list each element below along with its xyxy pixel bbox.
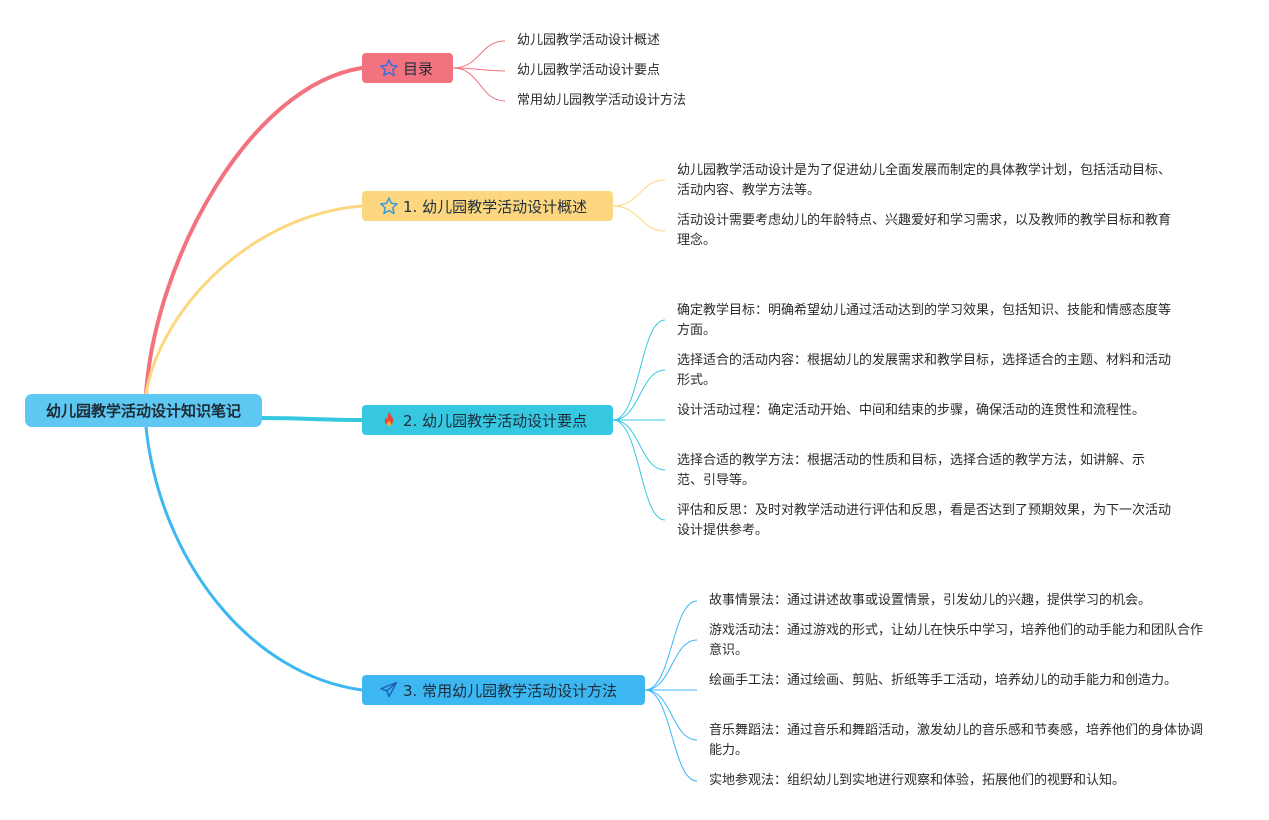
edge-toc-leaf-2: [452, 67, 506, 72]
branch-toc-label: 目录: [403, 59, 434, 78]
overview-item[interactable]: 活动设计需要考虑幼儿的年龄特点、兴趣爱好和学习需求，以及教师的教学目标和教育理念…: [677, 213, 1172, 248]
branch-overview-label: 1. 幼儿园教学活动设计概述: [403, 197, 588, 216]
edge-b2-leaf-4: [612, 419, 666, 471]
edge-root-branch1: [144, 204, 364, 396]
edge-b2-leaf-1: [612, 319, 666, 421]
toc-item[interactable]: 常用幼儿园教学活动设计方法: [517, 93, 687, 108]
edge-root-branch3: [144, 425, 364, 692]
branch-methods-label: 3. 常用幼儿园教学活动设计方法: [403, 681, 618, 700]
paper-plane-icon: [378, 679, 400, 701]
edge-b2-leaf-2: [612, 369, 666, 421]
method-item[interactable]: 游戏活动法：通过游戏的形式，让幼儿在快乐中学习，培养他们的动手能力和团队合作意识…: [709, 623, 1204, 658]
toc-item[interactable]: 幼儿园教学活动设计概述: [517, 33, 661, 48]
edge-toc-leaf-3: [452, 67, 506, 102]
star-outline-icon: [378, 57, 400, 79]
key-point-item[interactable]: 设计活动过程：确定活动开始、中间和结束的步骤，确保活动的连贯性和流程性。: [677, 403, 1146, 418]
key-point-item[interactable]: 选择合适的教学方法：根据活动的性质和目标，选择合适的教学方法，如讲解、示范、引导…: [677, 453, 1146, 488]
edge-b2-leaf-5: [612, 419, 666, 521]
branch-key-points-label: 2. 幼儿园教学活动设计要点: [403, 411, 588, 430]
branch-toc[interactable]: 目录: [362, 53, 453, 83]
method-item[interactable]: 实地参观法：组织幼儿到实地进行观察和体验，拓展他们的视野和认知。: [709, 773, 1126, 788]
edge-b1-leaf-1: [612, 179, 666, 207]
root-topic[interactable]: 幼儿园教学活动设计知识笔记: [25, 394, 262, 427]
method-item[interactable]: 音乐舞蹈法：通过音乐和舞蹈活动，激发幼儿的音乐感和节奏感，培养他们的身体协调能力…: [709, 723, 1204, 758]
overview-item[interactable]: 幼儿园教学活动设计是为了促进幼儿全面发展而制定的具体教学计划，包括活动目标、活动…: [677, 163, 1172, 198]
method-item[interactable]: 故事情景法：通过讲述故事或设置情景，引发幼儿的兴趣，提供学习的机会。: [709, 593, 1152, 608]
method-item[interactable]: 绘画手工法：通过绘画、剪贴、折纸等手工活动，培养幼儿的动手能力和创造力。: [709, 673, 1178, 688]
branch-methods[interactable]: 3. 常用幼儿园教学活动设计方法: [362, 675, 645, 705]
edge-b3-leaf-1: [644, 600, 698, 691]
edge-toc-leaf-1: [452, 40, 506, 69]
edge-root-toc: [144, 66, 364, 396]
key-point-item[interactable]: 确定教学目标：明确希望幼儿通过活动达到的学习效果，包括知识、技能和情感态度等方面…: [677, 303, 1172, 338]
root-topic-label: 幼儿园教学活动设计知识笔记: [45, 402, 241, 420]
edge-b3-leaf-4: [644, 689, 698, 741]
edge-root-branch2: [260, 416, 364, 422]
edge-b1-leaf-2: [612, 205, 666, 232]
edge-b3-leaf-2: [644, 639, 698, 691]
toc-item[interactable]: 幼儿园教学活动设计要点: [517, 63, 661, 78]
branch-overview[interactable]: 1. 幼儿园教学活动设计概述: [362, 191, 613, 221]
branch-key-points[interactable]: 2. 幼儿园教学活动设计要点: [362, 405, 613, 435]
edge-b3-leaf-5: [644, 689, 698, 782]
key-point-item[interactable]: 评估和反思：及时对教学活动进行评估和反思，看是否达到了预期效果，为下一次活动设计…: [677, 503, 1172, 538]
key-point-item[interactable]: 选择适合的活动内容：根据幼儿的发展需求和教学目标，选择适合的主题、材料和活动形式…: [677, 353, 1172, 388]
star-outline-icon: [378, 195, 400, 217]
fire-icon: [378, 409, 400, 431]
